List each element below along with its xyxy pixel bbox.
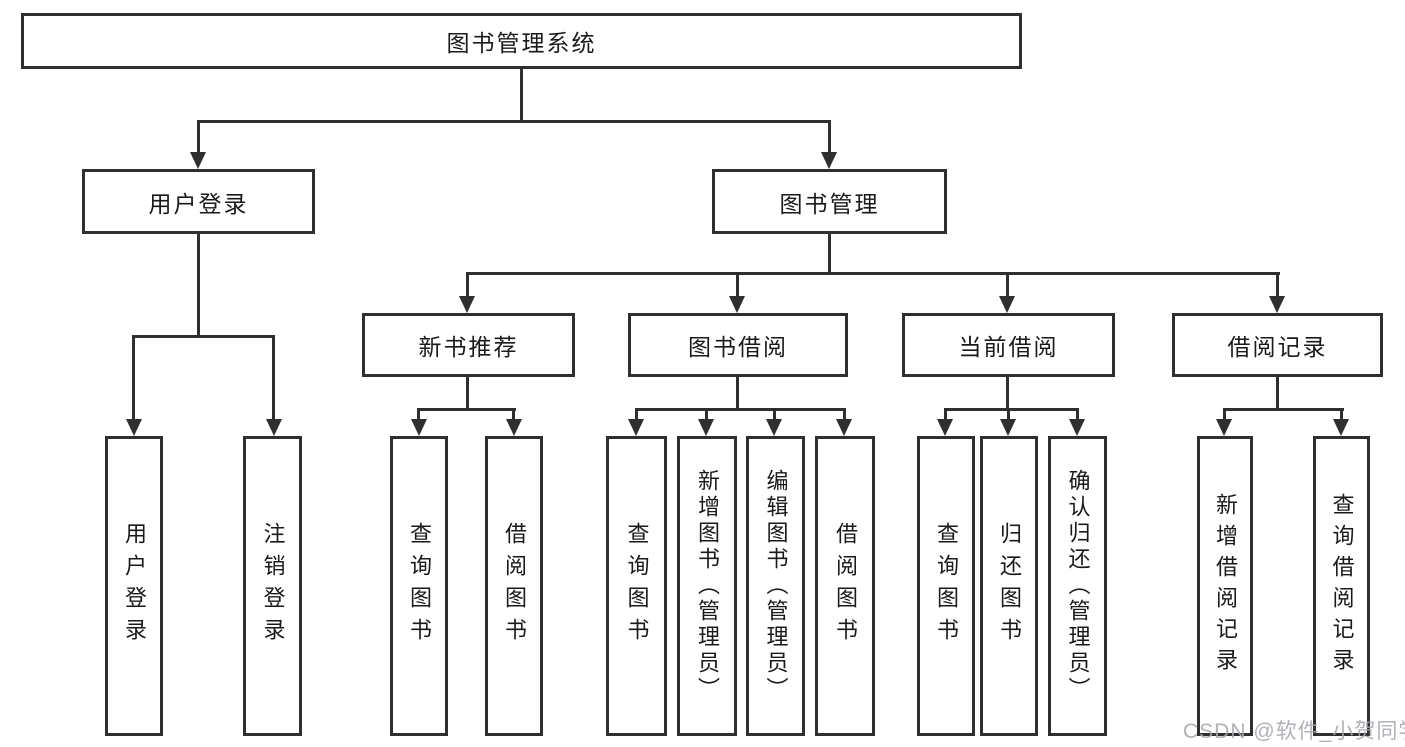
connector-line (944, 408, 1079, 411)
leaf-current-query-books: 查询图书 (917, 436, 975, 736)
arrow-down-icon (821, 152, 837, 169)
leaf-edit-books-admin: 编辑图书（管理员） (746, 436, 805, 736)
leaf-user-login: 用户登录 (105, 436, 163, 736)
arrow-down-icon (836, 419, 852, 436)
node-label: 当前借阅 (958, 334, 1059, 360)
connector-line (1006, 377, 1009, 408)
node-label: 用户登录 (122, 522, 147, 650)
node-label: 查询图书 (624, 522, 650, 650)
node-label: 借阅图书 (833, 522, 858, 650)
leaf-confirm-return-admin: 确认归还（管理员） (1048, 436, 1107, 736)
node-label: 查询图书 (407, 522, 432, 650)
arrow-down-icon (266, 419, 282, 436)
node-label: 图书借阅 (688, 334, 788, 360)
watermark: CSDN @软件_小贺同学 (1183, 720, 1405, 743)
leaf-recommend-query-books: 查询图书 (390, 436, 448, 736)
node-label: 查询借阅记录 (1329, 493, 1355, 679)
connector-line (466, 272, 469, 296)
node-label: 新书推荐 (418, 334, 519, 360)
connector-line (843, 408, 846, 419)
node-label: 图书管理系统 (446, 30, 597, 56)
connector-line (635, 408, 846, 411)
connector-line (197, 120, 831, 123)
arrow-down-icon (937, 419, 953, 436)
node-label: 注销登录 (260, 522, 286, 650)
node-label: 图书管理 (779, 190, 880, 217)
node-label: 新增借阅记录 (1213, 493, 1238, 679)
arrow-down-icon (628, 419, 644, 436)
connector-line (466, 377, 469, 408)
node-current-borrow: 当前借阅 (902, 313, 1115, 377)
leaf-logout: 注销登录 (243, 436, 302, 736)
node-label: 归还图书 (997, 522, 1022, 650)
connector-line (417, 408, 516, 411)
arrow-down-icon (1269, 296, 1285, 313)
connector-line (466, 272, 1280, 275)
connector-line (635, 408, 638, 419)
node-root: 图书管理系统 (21, 13, 1022, 69)
arrow-down-icon (766, 419, 782, 436)
node-book-borrow: 图书借阅 (628, 313, 848, 377)
connector-line (512, 408, 515, 419)
arrow-down-icon (1069, 419, 1085, 436)
leaf-borrow-books: 借阅图书 (815, 436, 875, 736)
node-label: 用户登录 (148, 190, 249, 217)
connector-line (1006, 272, 1009, 296)
connector-line (197, 120, 200, 153)
arrow-down-icon (126, 419, 142, 436)
node-label: 编辑图书（管理员） (763, 469, 789, 703)
arrow-down-icon (506, 419, 522, 436)
arrow-down-icon (411, 419, 427, 436)
node-label: 新增图书（管理员） (695, 469, 720, 703)
node-label: 借阅记录 (1227, 334, 1328, 360)
connector-line (197, 234, 200, 335)
leaf-add-borrow-record: 新增借阅记录 (1197, 436, 1253, 736)
leaf-add-books-admin: 新增图书（管理员） (677, 436, 737, 736)
connector-line (132, 335, 135, 419)
connector-line (132, 335, 275, 338)
node-new-book-recommend: 新书推荐 (362, 313, 575, 377)
connector-line (520, 69, 523, 120)
arrow-down-icon (1216, 419, 1232, 436)
arrow-down-icon (698, 419, 714, 436)
arrow-down-icon (1333, 419, 1349, 436)
connector-line (705, 408, 708, 419)
leaf-borrow-query-books: 查询图书 (606, 436, 667, 736)
connector-line (773, 408, 776, 419)
leaf-query-borrow-record: 查询借阅记录 (1313, 436, 1370, 736)
connector-line (828, 234, 831, 272)
leaf-return-books: 归还图书 (980, 436, 1038, 736)
connector-line (1276, 377, 1279, 408)
node-label: 借阅图书 (502, 522, 527, 650)
connector-line (417, 408, 420, 419)
leaf-recommend-borrow-books: 借阅图书 (485, 436, 543, 736)
connector-line (1076, 408, 1079, 419)
connector-line (1223, 408, 1226, 419)
arrow-down-icon (999, 296, 1015, 313)
connector-line (1340, 408, 1343, 419)
arrow-down-icon (190, 152, 206, 169)
connector-line (1223, 408, 1344, 411)
node-book-management: 图书管理 (712, 169, 947, 234)
node-label: 查询图书 (934, 522, 959, 650)
connector-line (828, 120, 831, 153)
connector-line (944, 408, 947, 419)
arrow-down-icon (729, 296, 745, 313)
node-borrow-records: 借阅记录 (1172, 313, 1383, 377)
arrow-down-icon (459, 296, 475, 313)
node-label: 确认归还（管理员） (1065, 469, 1091, 703)
connector-line (1007, 408, 1010, 419)
connector-line (272, 335, 275, 419)
node-user-login: 用户登录 (82, 169, 315, 234)
connector-line (736, 377, 739, 408)
connector-line (1276, 272, 1279, 296)
arrow-down-icon (1000, 419, 1016, 436)
connector-line (736, 272, 739, 296)
